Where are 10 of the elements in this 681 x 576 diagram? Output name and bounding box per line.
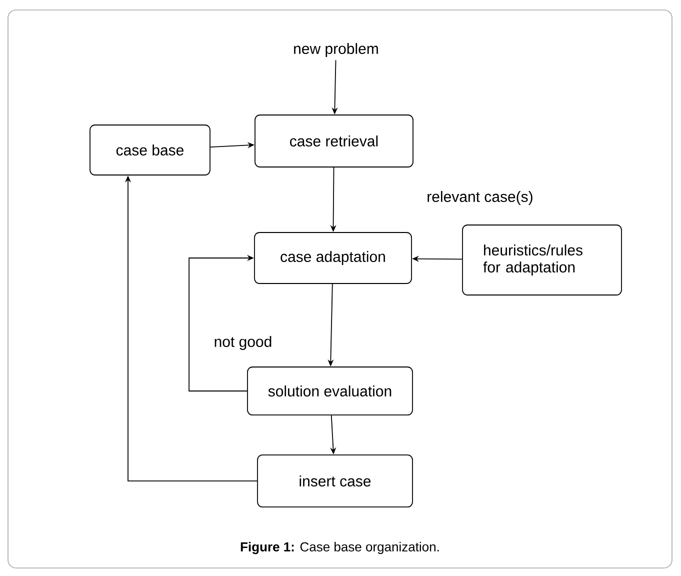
process-box: case retrieval [254,114,414,168]
figure-caption: Figure 1: Case base organization. [240,542,439,554]
process-box: case adaptation [254,232,412,284]
process-box: heuristics/rules for adaptation [462,224,622,296]
annotation-label: relevant case(s) [428,191,532,205]
process-box: insert case [257,454,413,508]
process-box: solution evaluation [247,366,413,416]
process-box: case base [90,124,210,176]
input-label: new problem [294,43,378,57]
edge-label: not good [212,334,274,352]
